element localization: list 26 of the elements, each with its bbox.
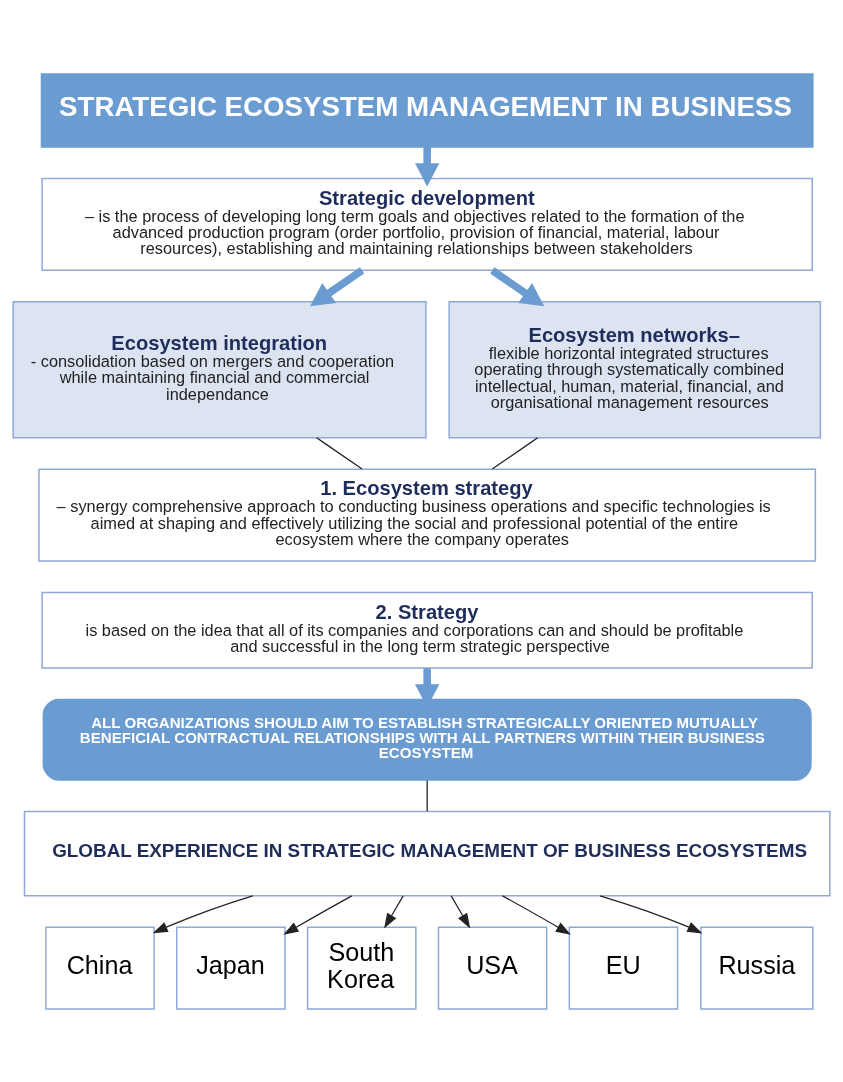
arrow bbox=[599, 894, 703, 933]
connector bbox=[316, 436, 363, 470]
arrow bbox=[501, 894, 571, 935]
node-box: China bbox=[45, 925, 155, 1010]
node-box: 2. Strategy is based on the idea that all of its companies and corporations can and should be profitable and successful in the long term strategic perspective bbox=[41, 591, 813, 669]
arrow bbox=[152, 894, 254, 933]
arrow bbox=[384, 894, 404, 928]
node-box: 1. Ecosystem strategy – synergy comprehensive approach to conducting business operations and specific technologies is aimed at shaping and effectively utilizing the social and professional potential of the entire ecosystem where the company operates bbox=[38, 467, 817, 562]
node-box: Strategic development – is the process of developing long term goals and objectives related to the formation of the advanced production program (order portfolio, provision of financial, material, labour resources), establishing and maintaining relationships between stakeholders bbox=[41, 177, 813, 271]
arrow bbox=[490, 266, 545, 306]
node-box: Japan bbox=[176, 925, 286, 1010]
node-box: Ecosystem networks– flexible horizontal integrated structures operating through systematically combined intellectual, human, material, financial, and organisational management resources bbox=[448, 300, 822, 438]
arrow bbox=[283, 894, 353, 935]
node-box: Ecosystem integration - consolidation based on mergers and cooperation while maintaining financial and commercial independance bbox=[12, 300, 427, 438]
node-box: ALL ORGANIZATIONS SHOULD AIM TO ESTABLISH STRATEGICALLY ORIENTED MUTUALLY BENEFICIAL CONTRACTUAL RELATIONSHIPS WITH ALL PARTNERS WITHIN THEIR BUSINESS ECOSYSTEM bbox=[42, 698, 812, 781]
node-box: GLOBAL EXPERIENCE IN STRATEGIC MANAGEMENT OF BUSINESS ECOSYSTEMS bbox=[23, 810, 831, 896]
node-box: USA bbox=[437, 925, 548, 1010]
arrow bbox=[310, 266, 365, 306]
arrow bbox=[450, 894, 471, 928]
node-box: Russia bbox=[700, 925, 814, 1010]
connector bbox=[491, 436, 539, 470]
node-box: STRATEGIC ECOSYSTEM MANAGEMENT IN BUSINESS bbox=[40, 72, 814, 148]
node-box: EU bbox=[568, 925, 679, 1010]
connector bbox=[426, 779, 428, 812]
arrow bbox=[414, 146, 440, 186]
node-box: South Korea bbox=[306, 925, 417, 1010]
